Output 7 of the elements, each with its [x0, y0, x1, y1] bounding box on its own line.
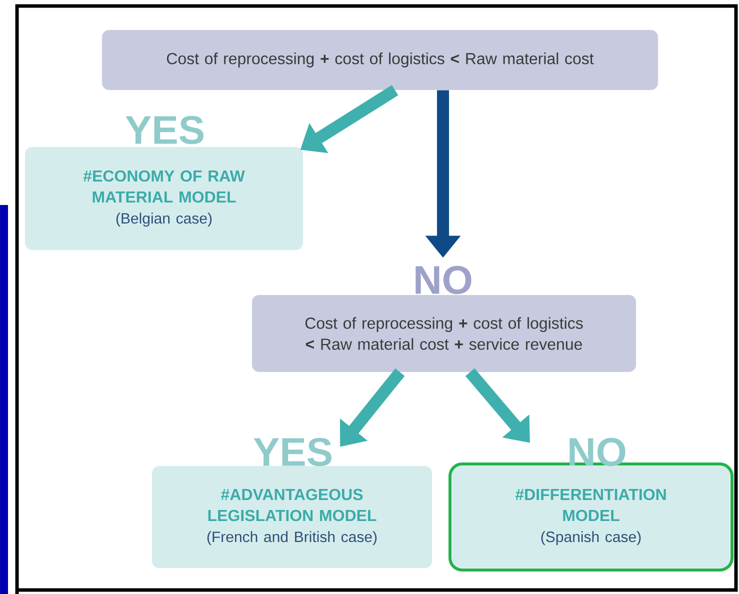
- outcome-box: #ADVANTAGEOUS LEGISLATION MODEL (French and British case): [152, 466, 432, 568]
- question-box: Cost of reprocessing + cost of logistics < Raw material cost: [102, 30, 658, 90]
- outcome-box: #ECONOMY OF RAW MATERIAL MODEL (Belgian case): [25, 147, 303, 250]
- edge-label: YES: [254, 438, 332, 466]
- edge-label: YES: [126, 116, 204, 144]
- question-box: Cost of reprocessing + cost of logistics < Raw material cost + service revenue: [252, 295, 636, 372]
- edge-label: NO: [416, 266, 472, 294]
